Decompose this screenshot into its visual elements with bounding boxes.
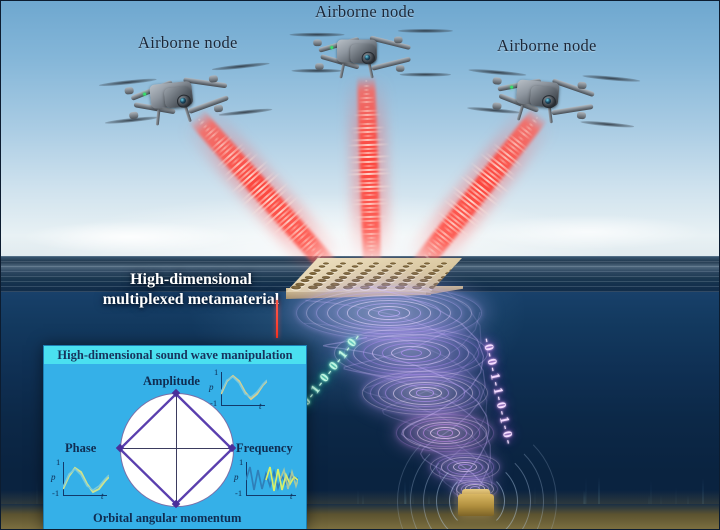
amplitude-mini-plot: 1 -1 p t — [207, 368, 269, 414]
frequency-ybottom: -1 — [235, 488, 242, 498]
amplitude-xlabel: t — [259, 401, 262, 411]
phase-ylabel: p — [51, 472, 56, 482]
inset-panel: High-dimensional sound wave manipulation… — [43, 345, 307, 530]
frequency-ytop: 1 — [239, 457, 243, 467]
phase-xlabel: t — [101, 491, 104, 501]
label-amplitude: Amplitude — [143, 374, 200, 389]
frequency-ylabel: p — [234, 472, 239, 482]
label-phase: Phase — [65, 441, 96, 456]
label-oam: Orbital angular momentum — [93, 511, 241, 526]
amplitude-ytop: 1 — [214, 367, 218, 377]
inset-title-text: High-dimensional sound wave manipulation — [57, 348, 292, 363]
seabed-receiver — [458, 494, 494, 516]
phase-ytop: 1 — [56, 457, 60, 467]
amplitude-ybottom: -1 — [210, 398, 217, 408]
frequency-mini-plot: 1 -1 p t — [230, 458, 302, 508]
inset-title-bar: High-dimensional sound wave manipulation — [44, 346, 306, 364]
phase-mini-plot: 1 -1 p t — [43, 458, 111, 508]
amplitude-ylabel: p — [209, 382, 214, 392]
phase-ybottom: -1 — [52, 488, 59, 498]
label-frequency: Frequency — [236, 441, 293, 456]
frequency-xlabel: t — [290, 491, 293, 501]
